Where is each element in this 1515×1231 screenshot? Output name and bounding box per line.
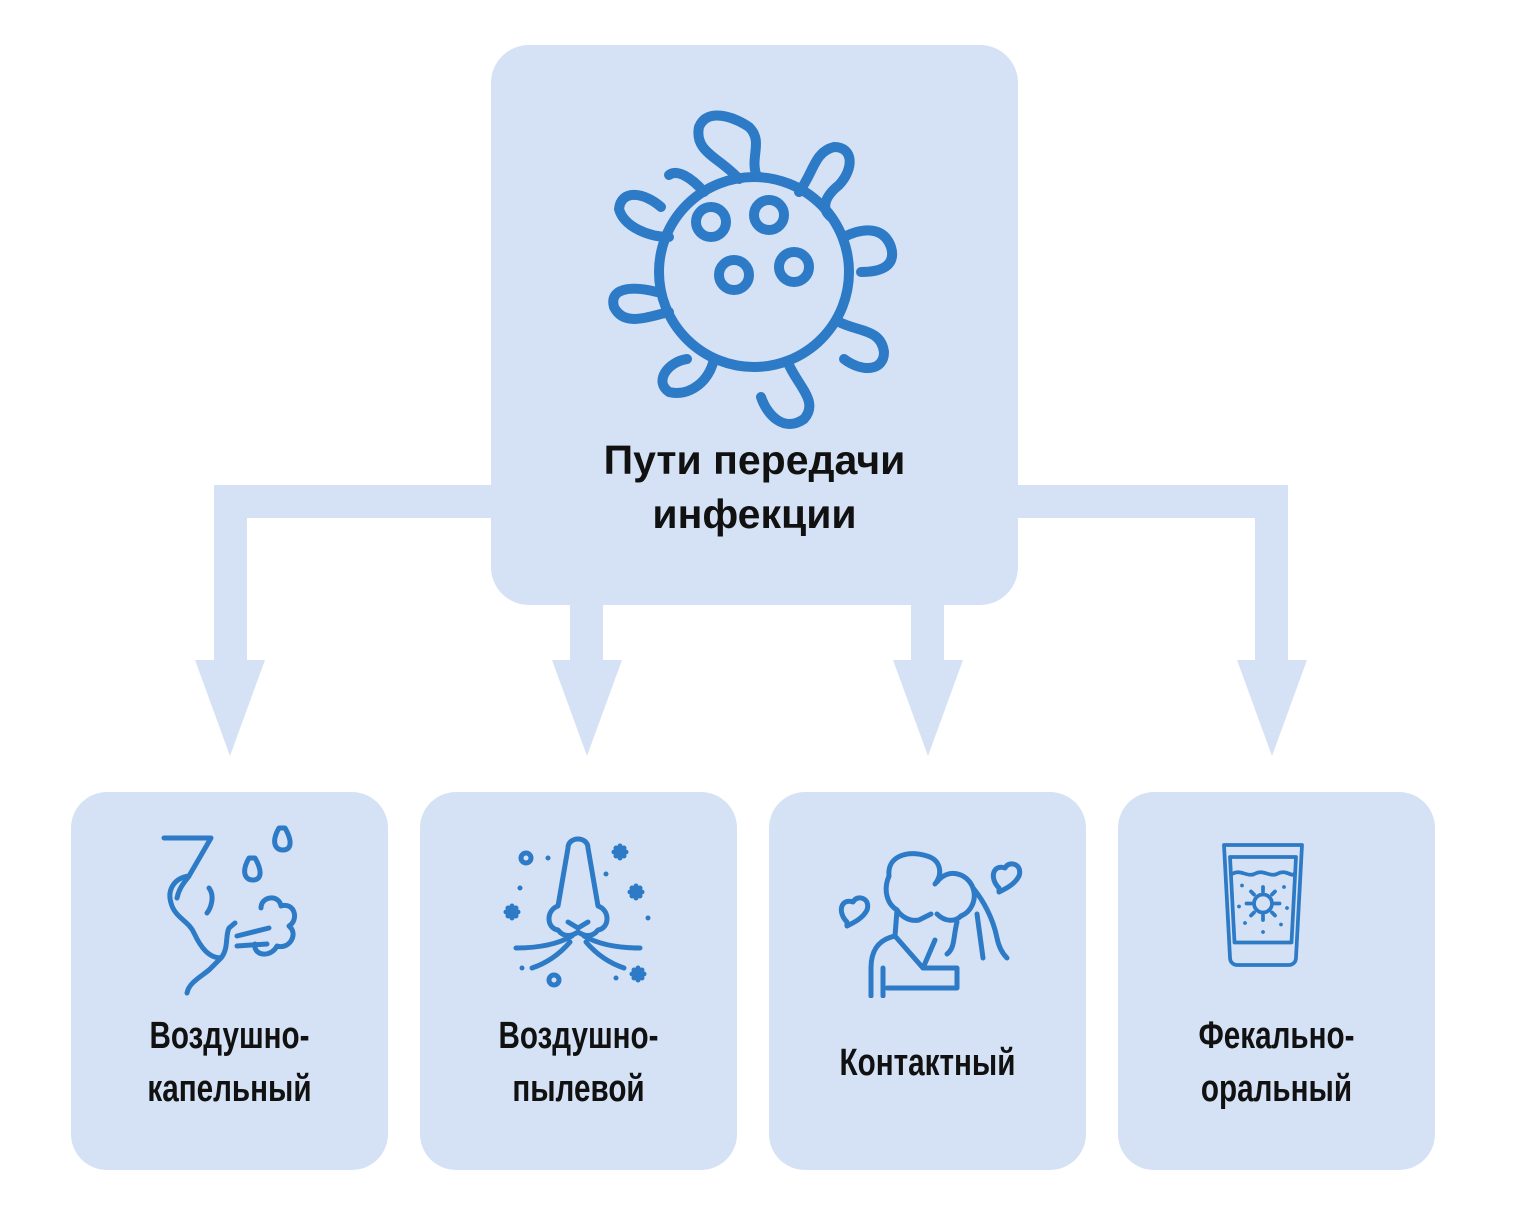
route-label-line2: оральный (1200, 1068, 1353, 1110)
virus-icon (608, 110, 898, 429)
root-node: Пути передачи инфекции (491, 45, 1018, 605)
route-label: Фекально- оральный (1153, 1010, 1400, 1116)
route-label-line1: Воздушно- (149, 1015, 310, 1057)
arrowhead-3 (893, 660, 963, 756)
connector-1-vertical (214, 485, 247, 665)
route-label-line1: Воздушно- (498, 1015, 659, 1057)
route-label-line1: Контактный (839, 1042, 1016, 1084)
water-glass-icon (1222, 843, 1304, 967)
root-title-line2: инфекции (652, 491, 857, 537)
connector-4-vertical (1255, 485, 1288, 665)
route-airborne-droplet: Воздушно- капельный (71, 792, 388, 1170)
route-label-line2: капельный (147, 1068, 312, 1110)
arrowhead-4 (1237, 660, 1307, 756)
connector-4-horizontal (1005, 485, 1288, 518)
root-title-line1: Пути передачи (603, 437, 906, 483)
route-label: Контактный (804, 1037, 1051, 1090)
route-airborne-dust: Воздушно- пылевой (420, 792, 737, 1170)
arrowhead-1 (195, 660, 265, 756)
cough-icon (161, 825, 298, 996)
arrowhead-2 (552, 660, 622, 756)
connector-3-vertical (911, 598, 944, 665)
root-title: Пути передачи инфекции (491, 433, 1018, 541)
route-label-line1: Фекально- (1198, 1015, 1355, 1057)
route-label: Воздушно- капельный (106, 1010, 353, 1116)
route-label-line2: пылевой (512, 1068, 645, 1110)
kiss-couple-icon (838, 851, 1023, 998)
nose-dust-icon (503, 836, 651, 988)
connector-2-vertical (570, 598, 603, 665)
connector-1-horizontal (214, 485, 504, 518)
route-fecal-oral: Фекально- оральный (1118, 792, 1435, 1170)
route-contact: Контактный (769, 792, 1086, 1170)
route-label: Воздушно- пылевой (455, 1010, 702, 1116)
